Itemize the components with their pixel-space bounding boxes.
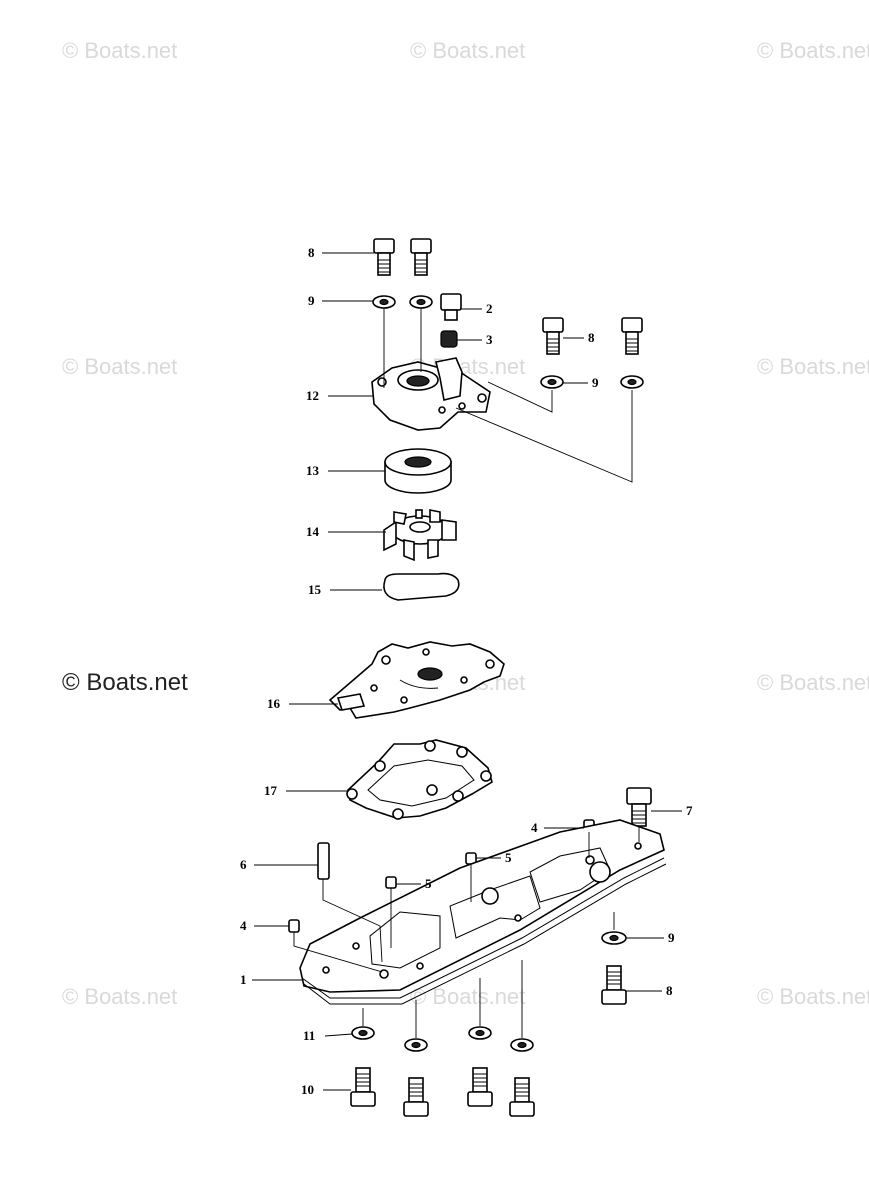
washer-11-c [468,1026,492,1040]
dowel-4-lower [288,919,300,933]
bolt-8-left-a [373,238,395,276]
washer-9-left-b [409,295,433,309]
callout-label: 3 [486,332,493,347]
callout-label: 8 [588,330,595,345]
watermark: © Boats.net [62,984,177,1009]
callout-label: 9 [668,930,675,945]
callout-layer: 8 9 2 3 8 9 12 13 14 15 16 17 7 [240,245,693,1097]
callout-label: 2 [486,301,493,316]
watermark: © Boats.net [62,38,177,63]
callout-label: 4 [531,820,538,835]
watermark: © Boats.net [757,38,869,63]
bolt-10-d [509,1077,535,1117]
callout-label: 5 [425,876,432,891]
watermark: © Boats.net [757,670,869,695]
watermark: © Boats.net [757,984,869,1009]
o-ring-15 [383,572,460,601]
pin-6 [317,842,330,880]
bolt-10-c [467,1067,493,1107]
bolt-8-right-b [621,317,643,355]
callout-label: 8 [308,245,315,260]
plate-16 [328,641,505,719]
callout-label: 11 [303,1028,315,1043]
watermark-prominent: © Boats.net [62,669,188,696]
washer-9-right-b [620,375,644,389]
callout-label: 8 [666,983,673,998]
dowel-5-lower [385,876,397,889]
pump-housing-12 [371,357,491,431]
callout-label: 6 [240,857,247,872]
bolt-10-b [403,1077,429,1117]
seal-13 [384,448,452,494]
callout-label: 5 [505,850,512,865]
callout-label: 17 [264,783,278,798]
bolt-8-left-b [410,238,432,276]
callout-label: 7 [686,803,693,818]
gasket-17 [346,739,493,820]
washer-11-b [404,1038,428,1052]
part-2-plug [440,293,462,321]
callout-label: 13 [306,463,320,478]
washer-11-a [351,1026,375,1040]
washer-9-left-a [372,295,396,309]
callout-label: 15 [308,582,322,597]
callout-label: 12 [306,388,319,403]
part-3-grommet [440,330,458,348]
callout-label: 9 [308,293,315,308]
base-plate-1 [299,819,667,1005]
callout-label: 14 [306,524,320,539]
callout-label: 10 [301,1082,314,1097]
watermark: © Boats.net [757,354,869,379]
watermark: © Boats.net [62,354,177,379]
impeller-14 [383,509,457,562]
bolt-10-a [350,1067,376,1107]
bolt-7 [626,787,652,827]
callout-label: 1 [240,972,247,987]
callout-label: 9 [592,375,599,390]
watermark: © Boats.net [410,984,525,1009]
bolt-8-right-a [542,317,564,355]
bolt-8-lower-right [601,965,627,1005]
washer-9-lower-right [601,931,627,945]
washer-9-right-a [540,375,564,389]
watermark: © Boats.net [410,38,525,63]
callout-label: 16 [267,696,281,711]
callout-label: 4 [240,918,247,933]
washer-11-d [510,1038,534,1052]
